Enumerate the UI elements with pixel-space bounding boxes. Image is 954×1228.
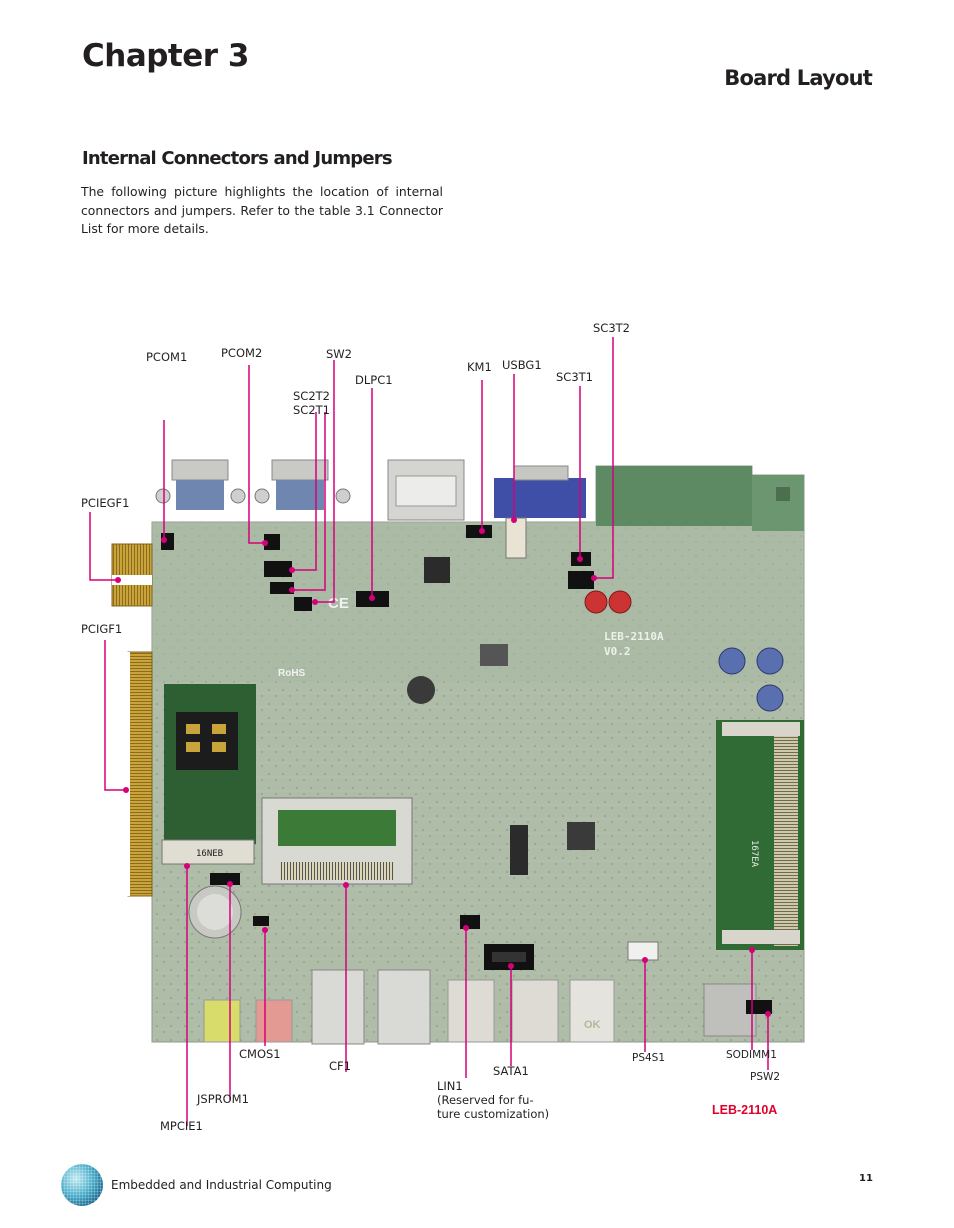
label-lin1-note-1: (Reserved for fu- (437, 1093, 534, 1107)
label-sata1: SATA1 (493, 1064, 529, 1078)
label-sc2t1: SC2T1 (293, 403, 330, 417)
label-lin1-note-2: ture customization) (437, 1107, 550, 1121)
label-ps4s1: PS4S1 (632, 1052, 666, 1064)
ce-mark: CE (328, 595, 349, 612)
label-pcom1: PCOM1 (146, 350, 188, 364)
label-sc3t2: SC3T2 (593, 321, 630, 335)
page-number: 11 (859, 1173, 873, 1184)
label-mpcie1: MPCIE1 (160, 1119, 203, 1133)
label-sodimm1: SODIMM1 (726, 1049, 777, 1061)
chapter-title: Chapter 3 (82, 38, 249, 74)
subsection-heading: Internal Connectors and Jumpers (82, 148, 393, 169)
label-sc2t2: SC2T2 (293, 389, 330, 403)
callout-dots (115, 517, 771, 1017)
label-sc3t1: SC3T1 (556, 370, 593, 384)
mpcie-silkscreen: 16NEB (196, 849, 223, 859)
section-title: Board Layout (724, 66, 873, 90)
label-lin1: LIN1 (437, 1079, 463, 1093)
label-jsprom1: JSPROM1 (197, 1092, 249, 1106)
intro-paragraph: The following picture highlights the loc… (81, 184, 443, 237)
company-logo-icon (61, 1164, 103, 1206)
label-pcom2: PCOM2 (221, 346, 263, 360)
sodimm-silkscreen: 167EA (749, 840, 759, 868)
label-km1: KM1 (467, 360, 492, 374)
callout-lines (89, 337, 769, 1126)
ok-silkscreen: OK (584, 1019, 601, 1031)
board-model-silkscreen: LEB-2110A (604, 630, 664, 643)
pcb-board: 16NEB 167EA OK LEB (111, 459, 805, 1045)
rohs-mark: RoHS (278, 668, 306, 679)
label-cf1: CF1 (329, 1059, 351, 1073)
label-pcigf1: PCIGF1 (81, 622, 123, 636)
board-model-label: LEB-2110A (712, 1103, 778, 1117)
label-usbg1: USBG1 (502, 358, 542, 372)
label-cmos1: CMOS1 (239, 1047, 281, 1061)
label-dlpc1: DLPC1 (355, 373, 393, 387)
board-version-silkscreen: V0.2 (604, 645, 631, 658)
label-pciegf1: PCIEGF1 (81, 496, 130, 510)
label-sw2: SW2 (326, 347, 352, 361)
footer-company: Embedded and Industrial Computing (111, 1178, 332, 1192)
label-psw2: PSW2 (750, 1071, 781, 1083)
